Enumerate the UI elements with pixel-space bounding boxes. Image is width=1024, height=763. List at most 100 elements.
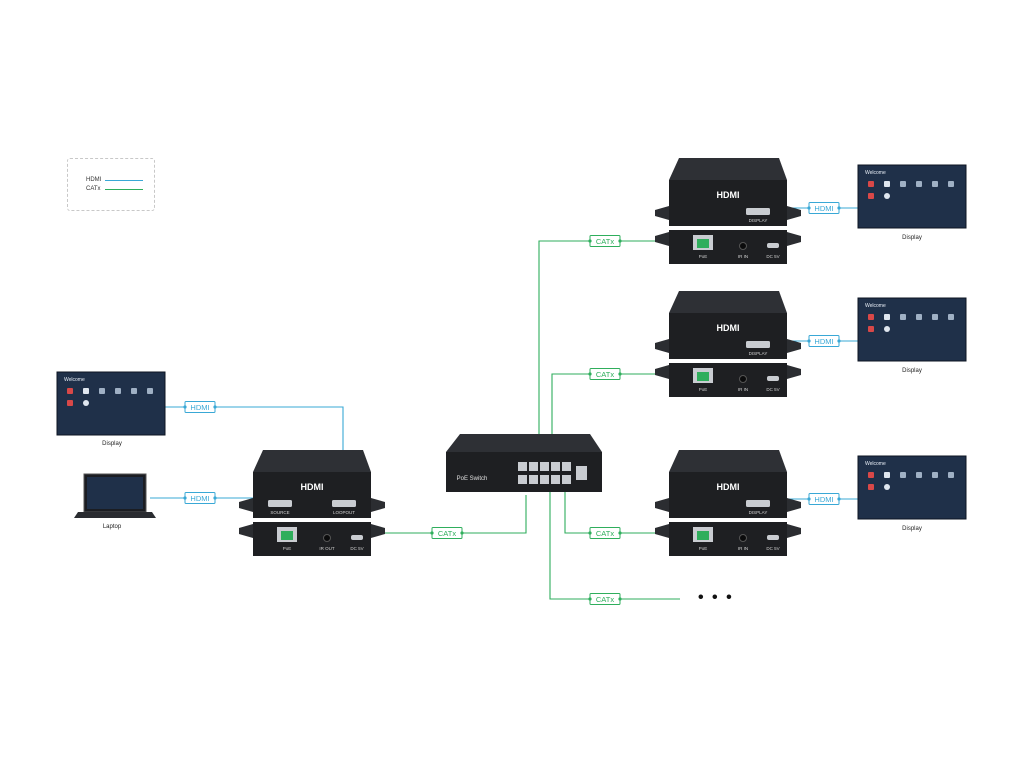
display-right-3-app-icon [916, 472, 922, 478]
receiver-2-bracket-right-lower [787, 365, 801, 379]
hdmi-tag-rx1-dot-left [807, 206, 811, 210]
transmitter-bracket-left-lower [239, 524, 253, 538]
poe-switch-label: PoE Switch [457, 476, 488, 482]
hdmi-tag-rx3: HDMI [807, 493, 841, 505]
display-right-3-welcome: Welcome [865, 461, 886, 467]
display-right-3-app-icon [868, 484, 874, 490]
catx-tag-rx3-text: CATx [596, 529, 614, 538]
receiver-1-bracket-right-lower [787, 232, 801, 246]
display-left-app-icon [99, 388, 105, 394]
poe-switch-port [540, 475, 549, 484]
receiver-1-bracket-left-lower [655, 232, 669, 246]
transmitter-bracket-right-lower [371, 524, 385, 538]
receiver-1-hdmi-logo: HDMI [717, 190, 740, 200]
display-right-2-panel [857, 297, 967, 362]
receiver-2-bracket-left-lower [655, 365, 669, 379]
poe-switch: PoE Switch [446, 434, 602, 492]
display-right-2-app-icon [884, 314, 890, 320]
transmitter-front [253, 472, 371, 518]
receiver-3-poe-label: PoE [699, 546, 708, 551]
transmitter-rj45-led [281, 531, 293, 540]
receiver-3-dc-port [767, 535, 779, 540]
catx-tag-rx3-dot-right [618, 531, 622, 535]
display-right-1-app-icon [948, 181, 954, 187]
receiver-1-dc-label: DC 5V [766, 254, 779, 259]
display-left-app-icon [83, 388, 89, 394]
catx-tag-rx1-dot-left [588, 239, 592, 243]
catx-tag-rx1-text: CATx [596, 237, 614, 246]
display-right-3-app-icon [948, 472, 954, 478]
receiver-2-top-face [669, 291, 787, 313]
hdmi-tag-laptop-dot-left [183, 496, 187, 500]
hdmi-tag-loopout-text: HDMI [190, 403, 209, 412]
display-left-app-icon [115, 388, 121, 394]
display-right-3-app-icon [884, 484, 890, 490]
laptop-caption: Laptop [102, 524, 122, 530]
catx-tag-more-dot-right [618, 597, 622, 601]
catx-tag-rx3: CATx [588, 527, 622, 539]
receiver-1-ir-jack [739, 242, 747, 250]
display-right-1-app-icon [868, 181, 874, 187]
display-right-2-app-icon [900, 314, 906, 320]
hdmi-tag-laptop-text: HDMI [190, 494, 209, 503]
transmitter-port-label: LOOPOUT [333, 510, 355, 515]
display-right-1: Welcome [857, 164, 967, 229]
display-caption-2: Display [902, 368, 922, 374]
catx-tag-rx2-dot-left [588, 372, 592, 376]
display-caption-1: Display [902, 235, 922, 241]
transmitter-ir-label: IR OUT [319, 546, 335, 551]
hdmi-tag-rx2-dot-right [837, 339, 841, 343]
legend-hdmi-line [105, 179, 144, 181]
display-right-1-app-icon [900, 181, 906, 187]
transmitter-bracket-left [239, 498, 253, 512]
receiver-2-hdmi-logo: HDMI [717, 323, 740, 333]
display-right-1-panel [857, 164, 967, 229]
receiver-3-front [669, 472, 787, 518]
receiver-2-rj45-led [697, 372, 709, 381]
receiver-3-top-face [669, 450, 787, 472]
hdmi-tag-laptop: HDMI [183, 492, 217, 504]
legend-catx-line [104, 188, 143, 190]
display-left: Welcome [56, 371, 166, 436]
display-left-app-icon [67, 400, 73, 406]
catx-switch-rx2-link [551, 373, 693, 460]
poe-switch-uplink-port [576, 466, 587, 480]
receiver-2-dc-label: DC 5V [766, 387, 779, 392]
transmitter-hdmi-port [332, 500, 356, 507]
display-right-2: Welcome [857, 297, 967, 362]
receiver-2-dc-port [767, 376, 779, 381]
display-caption-left: Display [102, 441, 122, 447]
transmitter-dc-label: DC 5V [350, 546, 363, 551]
receiver-2-bracket-right [787, 339, 801, 353]
display-right-1-app-icon [884, 193, 890, 199]
receiver-2-front [669, 313, 787, 359]
catx-tag-rx3-dot-left [588, 531, 592, 535]
hdmi-tag-laptop-dot-right [213, 496, 217, 500]
receiver-1-poe-label: PoE [699, 254, 708, 259]
receiver-2-port-label: DISPLAY [749, 351, 768, 356]
display-right-1-app-icon [884, 181, 890, 187]
transmitter-poe-label: PoE [283, 546, 292, 551]
hdmi-tag-rx2-text: HDMI [814, 337, 833, 346]
receiver-3-hdmi-logo: HDMI [717, 482, 740, 492]
receiver-2-bracket-left [655, 339, 669, 353]
legend: HDMI CATx [67, 158, 155, 211]
receiver-1-bracket-left [655, 206, 669, 220]
receiver-3-ir-label: IR IN [738, 546, 748, 551]
display-right-3-app-icon [868, 472, 874, 478]
transmitter-hdmi-logo: HDMI [301, 482, 324, 492]
receiver-1-rj45-led [697, 239, 709, 248]
catx-tag-tx-text: CATx [438, 529, 456, 538]
receiver-1-ir-label: IR IN [738, 254, 748, 259]
transmitter-port-label: SOURCE [270, 510, 289, 515]
legend-hdmi-label: HDMI [86, 177, 102, 183]
transmitter-bracket-right [371, 498, 385, 512]
catx-switch-more-link [549, 492, 680, 600]
receiver-1-bracket-right [787, 206, 801, 220]
display-right-2-app-icon [868, 326, 874, 332]
hdmi-tag-rx2-dot-left [807, 339, 811, 343]
receiver-1-hdmi-port [746, 208, 770, 215]
poe-switch-port [529, 462, 538, 471]
